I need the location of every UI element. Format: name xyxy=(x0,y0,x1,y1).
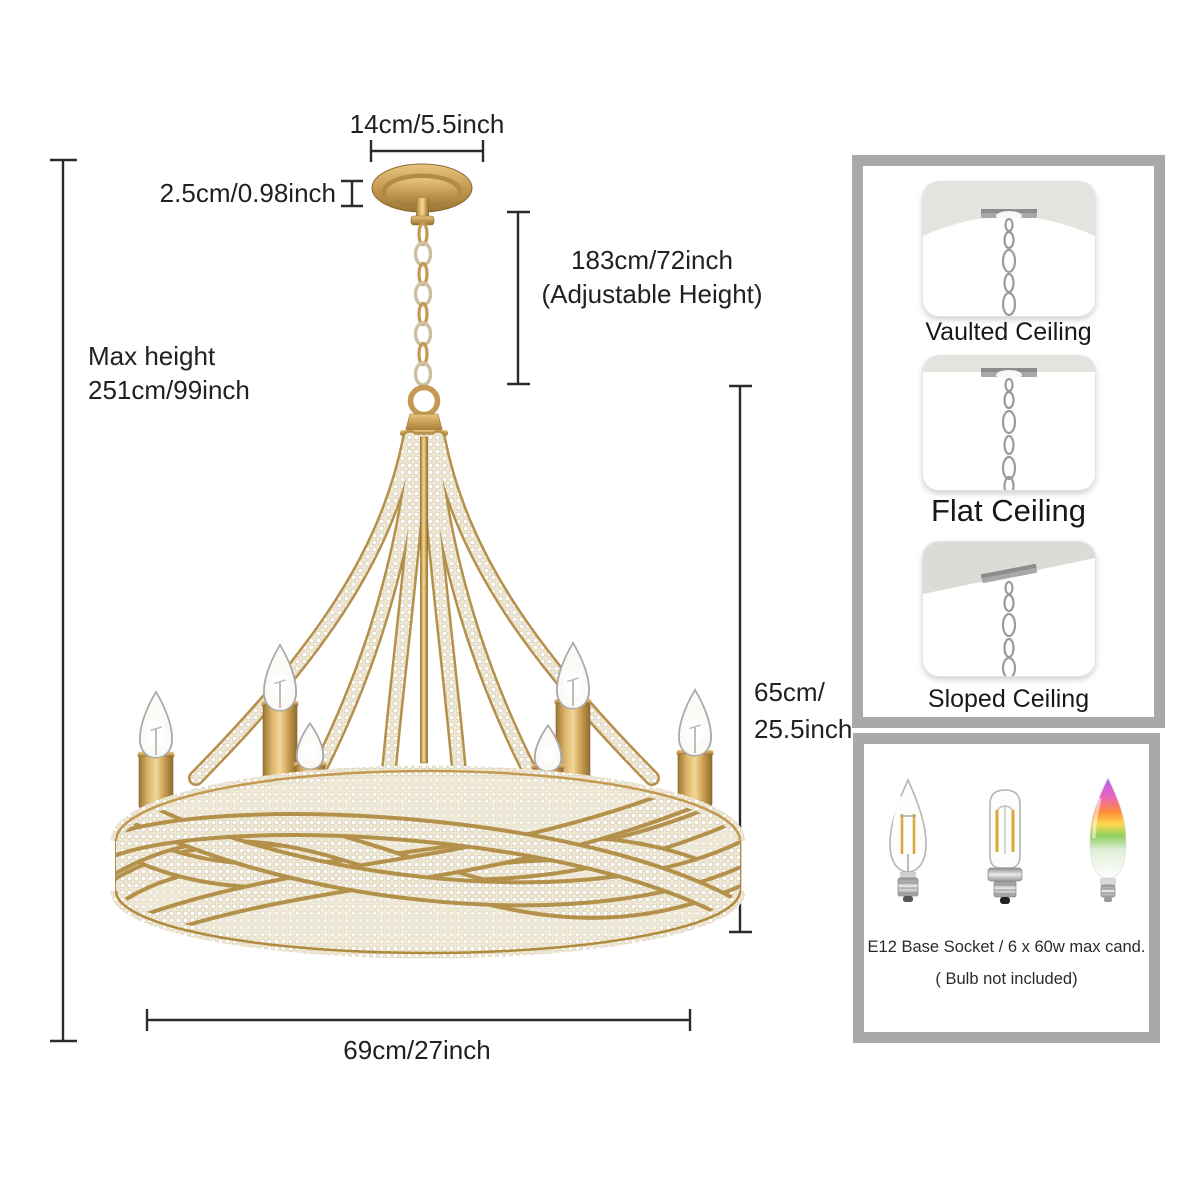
tubular-filament-bulb-icon xyxy=(987,789,1023,904)
max-height-label: Max height 251cm/99inch xyxy=(88,341,250,405)
rgb-smart-candle-bulb-icon xyxy=(1089,777,1127,902)
center-rod xyxy=(420,436,428,764)
vaulted-ceiling-tile xyxy=(922,182,1095,316)
sloped-ceiling-label: Sloped Ceiling xyxy=(927,685,1090,713)
woven-crystal-band xyxy=(110,765,746,959)
ceiling-options-panel: Vaulted Ceiling Flat Ceiling xyxy=(852,155,1165,728)
bulb-note-text: ( Bulb not included) xyxy=(935,970,1078,988)
canopy-thickness-label: 2.5cm/0.98inch xyxy=(159,178,336,208)
flat-ceiling-icon xyxy=(922,356,1095,490)
vaulted-ceiling-icon xyxy=(922,182,1095,316)
candle xyxy=(261,643,299,781)
canopy-width-label: 14cm/5.5inch xyxy=(349,109,505,139)
crystal-tower xyxy=(188,430,660,803)
filament-candle-bulb-icon xyxy=(889,778,927,902)
sloped-ceiling-icon xyxy=(922,542,1095,676)
fixture-width-label: 69cm/27inch xyxy=(343,1035,491,1065)
canopy xyxy=(371,163,473,226)
candle xyxy=(676,688,714,807)
bulb-info-panel: E12 Base Socket / 6 x 60w max cand. ( Bu… xyxy=(853,733,1160,1043)
sloped-ceiling-tile xyxy=(922,542,1095,676)
chain-length-value: 183cm/72inch xyxy=(571,245,733,275)
fixture-height-label: 65cm/ 25.5inch xyxy=(754,677,853,744)
hanger-loop xyxy=(407,384,441,418)
socket-info-text: E12 Base Socket / 6 x 60w max cand. xyxy=(867,938,1146,956)
flat-ceiling-label: Flat Ceiling xyxy=(930,493,1087,528)
candle xyxy=(137,690,175,809)
flat-ceiling-tile xyxy=(922,356,1095,490)
chain-length-label: 183cm/72inch (Adjustable Height) xyxy=(530,243,774,311)
candle-lights xyxy=(137,641,714,815)
vaulted-ceiling-label: Vaulted Ceiling xyxy=(925,318,1092,346)
hanging-chain xyxy=(407,221,441,418)
chain-length-note: (Adjustable Height) xyxy=(541,279,763,309)
